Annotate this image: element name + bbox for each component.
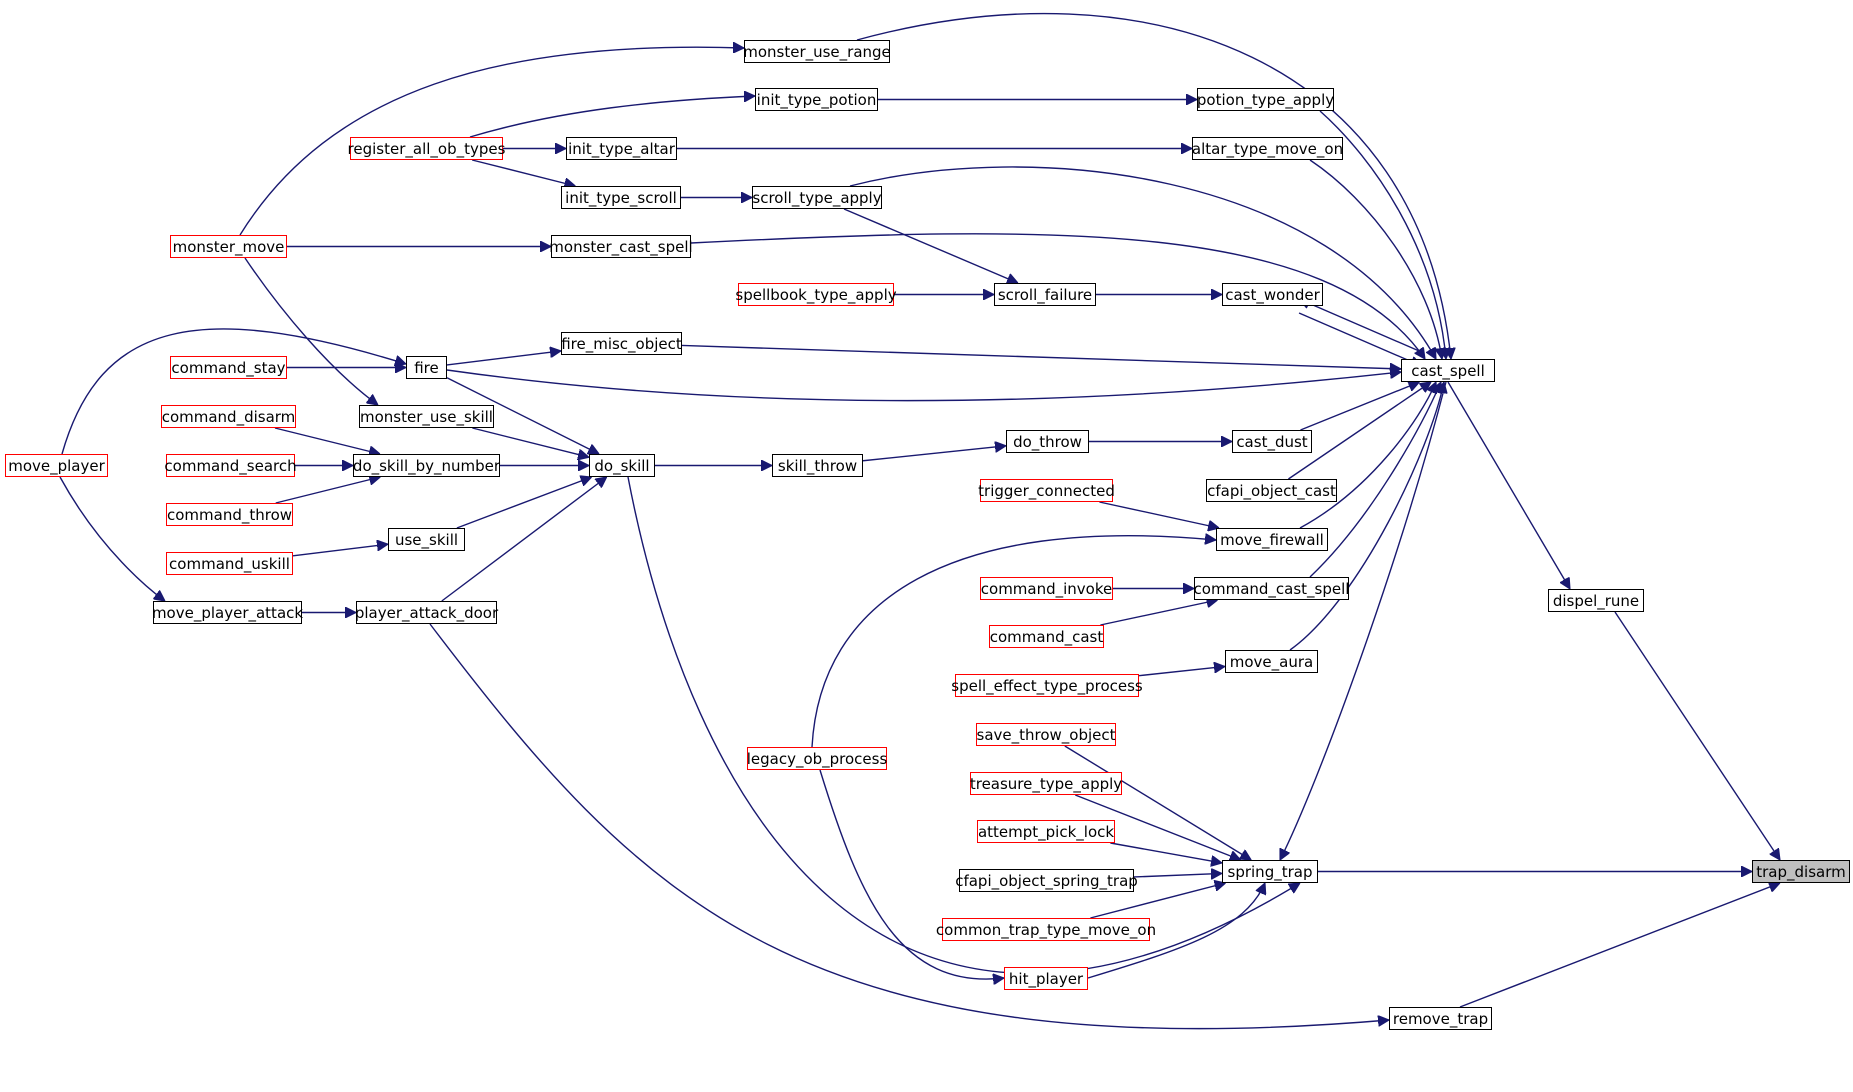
edge-hit_player-to-spring_trap [1087, 883, 1265, 979]
edge-command_uskill-to-use_skill [292, 544, 388, 557]
edge-do_skill-to-spring_trap [627, 476, 1300, 974]
edge-treasure_type_apply-to-spring_trap [1075, 794, 1240, 860]
edge-monster_cast_spell-to-cast_spell [690, 233, 1425, 359]
edge-cast_dust-to-cast_spell [1300, 382, 1420, 431]
node-cfapi-object-cast[interactable]: cfapi_object_cast [1206, 479, 1337, 502]
edge-player_attack_door-to-do_skill [441, 477, 607, 602]
node-cast-wonder[interactable]: cast_wonder [1222, 283, 1323, 306]
node-attempt-pick-lock[interactable]: attempt_pick_lock [977, 820, 1115, 843]
edge-fire-to-cast_spell [446, 370, 1401, 402]
node-spring-trap[interactable]: spring_trap [1222, 860, 1318, 883]
edge-trigger_connected-to-move_firewall [1099, 501, 1219, 528]
node-command-cast-spell[interactable]: command_cast_spell [1194, 577, 1349, 600]
node-skill-throw[interactable]: skill_throw [772, 454, 863, 477]
edge-cfapi_object_spring_trap-to-spring_trap [1133, 873, 1222, 877]
node-register-all-ob-types[interactable]: register_all_ob_types [348, 137, 505, 160]
edge-command_cast_spell-to-cast_spell [1309, 382, 1441, 578]
edge-altar_type_move_on-to-cast_spell [1309, 159, 1442, 359]
edge-monster_move-to-monster_use_range [239, 47, 744, 236]
edge-scroll_type_apply-to-cast_spell [849, 166, 1437, 359]
node-remove-trap[interactable]: remove_trap [1389, 1007, 1492, 1030]
edge-monster_use_skill-to-do_skill [472, 427, 589, 457]
edge-register_all_ob_types-to-init_type_potion [469, 96, 755, 138]
node-common-trap-type-move-on[interactable]: common_trap_type_move_on [936, 918, 1156, 941]
edge-scroll_type_apply-to-scroll_failure [843, 208, 1018, 283]
node-trap-disarm: trap_disarm [1752, 860, 1850, 883]
node-dispel-rune[interactable]: dispel_rune [1548, 589, 1644, 612]
edge-fire_misc_object-to-cast_spell [681, 344, 1401, 368]
node-spell-effect-type-process[interactable]: spell_effect_type_process [951, 674, 1143, 697]
edge-move_firewall-to-cast_spell [1299, 382, 1436, 529]
edge-dispel_rune-to-trap_disarm [1614, 611, 1780, 860]
edge-fire-to-fire_misc_object [446, 351, 561, 366]
node-use-skill[interactable]: use_skill [388, 528, 465, 551]
edge-move_player-to-fire [61, 328, 406, 455]
edge-cast_spell-to-cast_wonder [1299, 299, 1422, 353]
node-player-attack-door[interactable]: player_attack_door [355, 601, 498, 624]
node-cast-spell[interactable]: cast_spell [1401, 359, 1495, 382]
node-scroll-failure[interactable]: scroll_failure [994, 283, 1096, 306]
edge-monster_use_range-to-cast_spell [856, 12, 1451, 359]
edge-save_throw_object-to-spring_trap [1064, 745, 1251, 860]
node-save-throw-object[interactable]: save_throw_object [976, 723, 1116, 746]
node-treasure-type-apply[interactable]: treasure_type_apply [970, 772, 1122, 795]
edge-player_attack_door-to-remove_trap [429, 623, 1389, 1030]
edge-common_trap_type_move_on-to-spring_trap [1090, 883, 1225, 919]
node-monster-use-range[interactable]: monster_use_range [743, 40, 891, 63]
edge-fire-to-do_skill [446, 377, 599, 455]
edge-command_cast-to-command_cast_spell [1100, 600, 1217, 626]
edge-cfapi_object_cast-to-cast_spell [1288, 382, 1431, 480]
node-command-search[interactable]: command_search [164, 454, 297, 477]
node-monster-move[interactable]: monster_move [170, 235, 287, 258]
node-do-throw[interactable]: do_throw [1006, 430, 1089, 453]
node-hit-player[interactable]: hit_player [1004, 967, 1088, 990]
node-command-stay[interactable]: command_stay [170, 356, 287, 379]
node-monster-cast-spell[interactable]: monster_cast_spell [549, 235, 693, 258]
edge-spell_effect_type_process-to-move_aura [1138, 666, 1225, 677]
edge-move_aura-to-cast_spell [1289, 382, 1444, 651]
edge-potion_type_apply-to-cast_spell [1319, 110, 1446, 359]
node-potion-type-apply[interactable]: potion_type_apply [1197, 88, 1334, 111]
node-init-type-scroll[interactable]: init_type_scroll [561, 186, 681, 209]
edge-cast_spell-to-dispel_rune [1447, 381, 1570, 589]
edge-register_all_ob_types-to-init_type_scroll [471, 159, 575, 186]
edge-use_skill-to-do_skill [456, 477, 592, 529]
node-command-cast[interactable]: command_cast [989, 625, 1104, 648]
edge-move_player-to-move_player_attack [59, 476, 165, 601]
node-move-aura[interactable]: move_aura [1225, 650, 1318, 673]
node-move-firewall[interactable]: move_firewall [1216, 528, 1328, 551]
node-move-player-attack[interactable]: move_player_attack [152, 601, 303, 624]
node-command-disarm[interactable]: command_disarm [161, 405, 296, 428]
node-command-throw[interactable]: command_throw [166, 503, 293, 526]
node-scroll-type-apply[interactable]: scroll_type_apply [752, 186, 882, 209]
node-altar-type-move-on[interactable]: altar_type_move_on [1192, 137, 1343, 160]
node-fire[interactable]: fire [406, 356, 447, 379]
node-legacy-ob-process[interactable]: legacy_ob_process [747, 747, 887, 770]
node-move-player[interactable]: move_player [5, 454, 108, 477]
node-cast-dust[interactable]: cast_dust [1232, 430, 1312, 453]
edge-command_throw-to-do_skill_by_number [275, 477, 381, 504]
edge-remove_trap-to-trap_disarm [1459, 883, 1780, 1008]
edge-attempt_pick_lock-to-spring_trap [1110, 842, 1222, 863]
node-monster-use-skill[interactable]: monster_use_skill [359, 405, 494, 428]
edge-cast_wonder-to-cast_spell [1298, 312, 1421, 366]
edge-monster_move-to-monster_use_skill [244, 257, 378, 405]
node-cfapi-object-spring-trap[interactable]: cfapi_object_spring_trap [955, 869, 1138, 892]
edge-command_disarm-to-do_skill_by_number [274, 427, 380, 454]
node-do-skill[interactable]: do_skill [589, 454, 655, 477]
edge-cast_spell-to-spring_trap [1279, 381, 1447, 860]
edges [59, 12, 1780, 1030]
node-do-skill-by-number[interactable]: do_skill_by_number [353, 454, 500, 477]
node-command-invoke[interactable]: command_invoke [980, 577, 1113, 600]
edge-legacy_ob_process-to-hit_player [819, 769, 1004, 979]
node-command-uskill[interactable]: command_uskill [166, 552, 293, 575]
edge-skill_throw-to-do_throw [862, 446, 1006, 462]
node-init-type-potion[interactable]: init_type_potion [755, 88, 878, 111]
node-fire-misc-object[interactable]: fire_misc_object [561, 332, 682, 355]
node-trigger-connected[interactable]: trigger_connected [978, 479, 1115, 502]
node-spellbook-type-apply[interactable]: spellbook_type_apply [735, 283, 897, 306]
node-init-type-altar[interactable]: init_type_altar [566, 137, 677, 160]
edge-legacy_ob_process-to-move_firewall [811, 536, 1216, 748]
